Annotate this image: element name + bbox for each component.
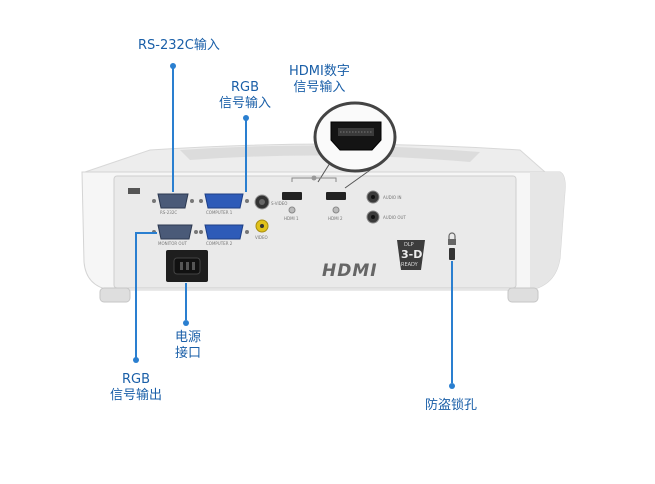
callout-rgb-out-line-v bbox=[135, 232, 137, 358]
callout-hdmi: HDMI数字信号输入 bbox=[289, 64, 350, 95]
vga-in-1-port bbox=[199, 193, 249, 209]
port-label-audio-out: AUDIO OUT bbox=[383, 215, 406, 220]
port-label-hdmi1: HDMI 1 bbox=[284, 216, 299, 221]
audio-out-port bbox=[366, 210, 380, 224]
video-rca-port bbox=[255, 219, 269, 233]
power-socket bbox=[166, 250, 208, 282]
usb-port bbox=[128, 188, 140, 194]
3d-badge-text: 3-D bbox=[401, 248, 423, 261]
s-video-port bbox=[254, 194, 270, 210]
callout-rgb-out-line-h bbox=[135, 232, 157, 234]
hdmi-1-port bbox=[282, 192, 302, 214]
port-label-s-video: S-VIDEO bbox=[271, 201, 288, 206]
lock-slot bbox=[449, 248, 455, 260]
port-label-computer1: COMPUTER 1 bbox=[206, 210, 233, 215]
callout-rgb-in-line bbox=[245, 118, 247, 192]
audio-in-port bbox=[366, 190, 380, 204]
callout-rgb-out-dot bbox=[133, 357, 139, 363]
callout-rs232-line bbox=[172, 66, 174, 192]
callout-power-line bbox=[185, 283, 187, 320]
hdmi-logo: HDMI bbox=[322, 261, 378, 281]
vga-in-2-port bbox=[199, 224, 249, 240]
callout-lock-dot bbox=[449, 383, 455, 389]
port-label-video: VIDEO bbox=[255, 235, 268, 240]
port-label-monitor-out: MONITOR OUT bbox=[158, 241, 187, 246]
port-label-computer2: COMPUTER 2 bbox=[206, 241, 233, 246]
callout-rs232: RS-232C输入 bbox=[138, 38, 220, 53]
callout-power-dot bbox=[183, 320, 189, 326]
hdmi-2-port bbox=[326, 192, 346, 214]
lock-icon bbox=[448, 232, 456, 245]
3d-ready-badge bbox=[397, 240, 425, 270]
callout-lock-line bbox=[451, 261, 453, 383]
ready-badge-text: READY bbox=[401, 262, 418, 268]
rs232-port bbox=[152, 193, 194, 209]
port-label-rs232: RS-232C bbox=[160, 210, 178, 215]
callout-lock: 防盗锁孔 bbox=[425, 398, 478, 413]
foot-left bbox=[99, 287, 131, 303]
hdmi-magnifier bbox=[313, 101, 397, 189]
port-label-audio-in: AUDIO IN bbox=[383, 195, 402, 200]
port-label-hdmi2: HDMI 2 bbox=[328, 216, 343, 221]
dlp-badge-text: DLP bbox=[404, 242, 414, 248]
foot-right bbox=[507, 287, 539, 303]
callout-power: 电源接口 bbox=[175, 330, 202, 361]
